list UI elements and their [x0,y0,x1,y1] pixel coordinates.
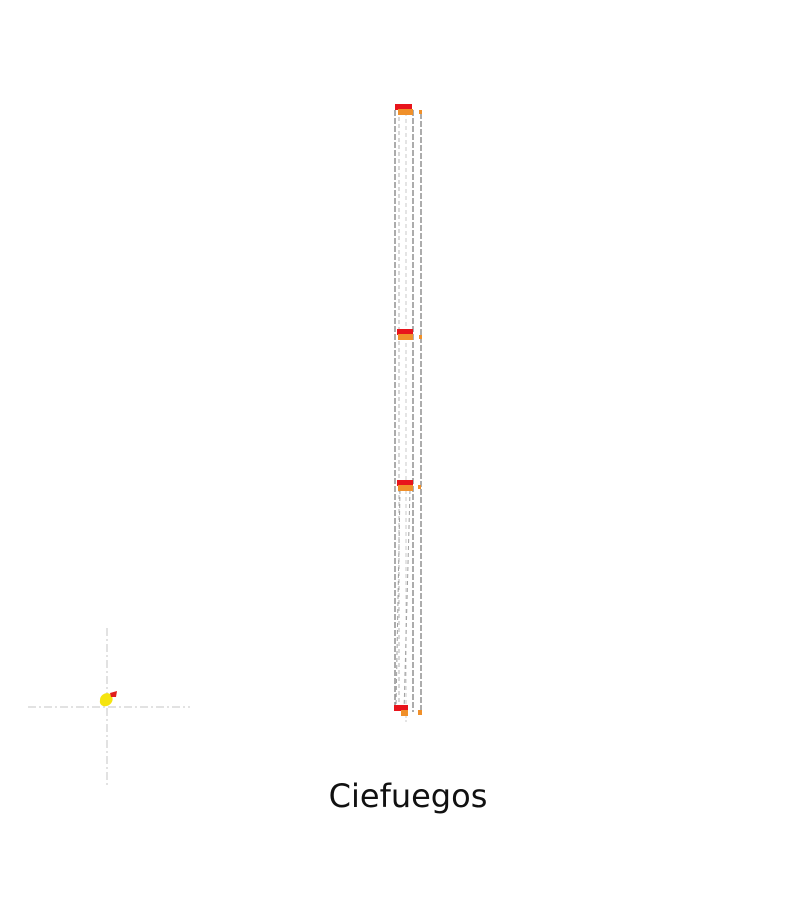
stop-marker-red [394,705,408,711]
stop-marker-red [395,104,412,110]
location-marker-icon [99,693,113,707]
route-lines [394,110,422,724]
stop-marker-dot [418,485,421,489]
stop-marker-dot [419,110,422,114]
stop-marker-red [397,329,413,335]
locator-crosshair [28,628,190,788]
stop-marker-orange [398,485,413,491]
stop-marker[interactable] [397,329,422,340]
stop-marker-orange [401,710,408,716]
stop-marker[interactable] [397,480,421,491]
stop-marker-orange [398,109,413,115]
stop-marker-dot [419,335,422,339]
map-caption: Ciefuegos [328,777,488,815]
stop-marker[interactable] [395,104,422,115]
stop-markers [394,104,422,716]
route-diagonal-2 [403,489,411,713]
route-diagonal-1 [395,489,401,709]
stop-marker[interactable] [394,705,422,716]
stop-marker-red [397,480,413,486]
stop-marker-dot [418,710,422,715]
location-flag-icon [110,691,117,697]
stop-marker-orange [398,334,413,340]
